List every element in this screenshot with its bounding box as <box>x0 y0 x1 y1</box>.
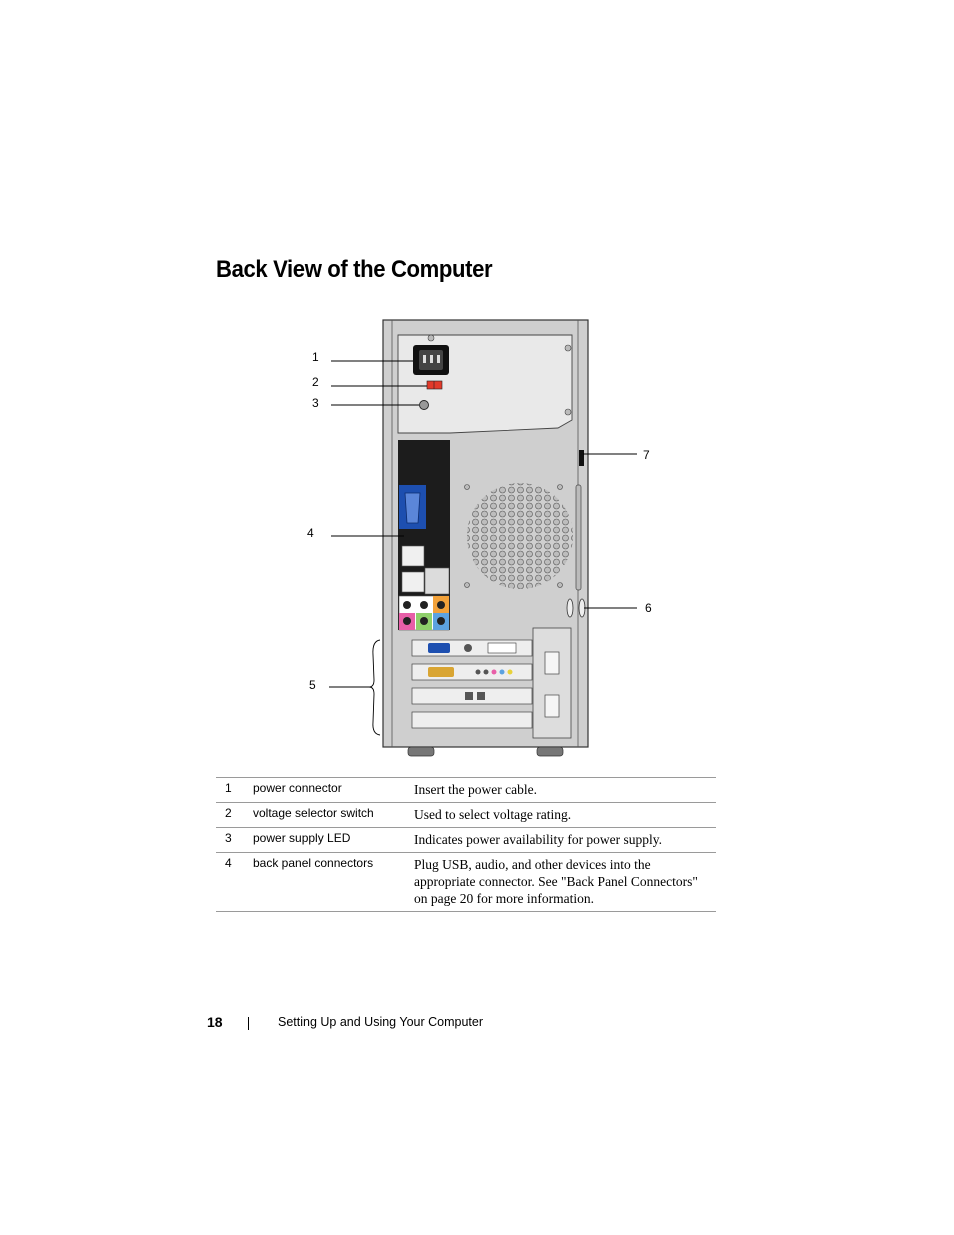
row-number: 4 <box>225 856 232 870</box>
computer-back-view-figure: 1 2 3 4 5 6 7 <box>300 310 680 770</box>
expansion-card-slot <box>411 711 533 729</box>
callout-1: 1 <box>312 350 319 364</box>
callout-2: 2 <box>312 375 319 389</box>
computer-back-illustration: 1 2 3 4 5 6 7 <box>307 319 652 757</box>
power-supply-led-icon <box>419 400 429 410</box>
callout-3: 3 <box>312 396 319 410</box>
row-number: 3 <box>225 831 232 845</box>
callout-6: 6 <box>645 601 652 615</box>
table-row: 3 power supply LED Indicates power avail… <box>216 827 716 853</box>
table-row: 1 power connector Insert the power cable… <box>216 777 716 803</box>
callout-legend-table: 1 power connector Insert the power cable… <box>216 777 716 912</box>
row-description: Used to select voltage rating. <box>414 807 572 822</box>
row-term: back panel connectors <box>253 856 374 870</box>
table-row: 4 back panel connectors Plug USB, audio,… <box>216 852 716 912</box>
callout-4: 4 <box>307 526 314 540</box>
table-row: 2 voltage selector switch Used to select… <box>216 802 716 828</box>
row-description: Plug USB, audio, and other devices into … <box>414 857 698 906</box>
row-description: Insert the power cable. <box>414 782 537 797</box>
callout-5: 5 <box>309 678 316 692</box>
page-number: 18 <box>207 1014 223 1030</box>
page-title: Back View of the Computer <box>216 256 493 283</box>
row-number: 1 <box>225 781 232 795</box>
footer-separator <box>248 1017 249 1030</box>
row-term: voltage selector switch <box>253 806 374 820</box>
row-term: power connector <box>253 781 342 795</box>
row-description: Indicates power availability for power s… <box>414 832 663 847</box>
running-title: Setting Up and Using Your Computer <box>278 1015 483 1029</box>
security-cable-slot-icon <box>579 450 584 466</box>
row-number: 2 <box>225 806 232 820</box>
fan-vent-grill <box>467 483 573 589</box>
row-term: power supply LED <box>253 831 351 845</box>
voltage-selector-switch-icon <box>426 380 443 390</box>
callout-7: 7 <box>643 448 650 462</box>
padlock-ring-icon <box>566 598 574 618</box>
